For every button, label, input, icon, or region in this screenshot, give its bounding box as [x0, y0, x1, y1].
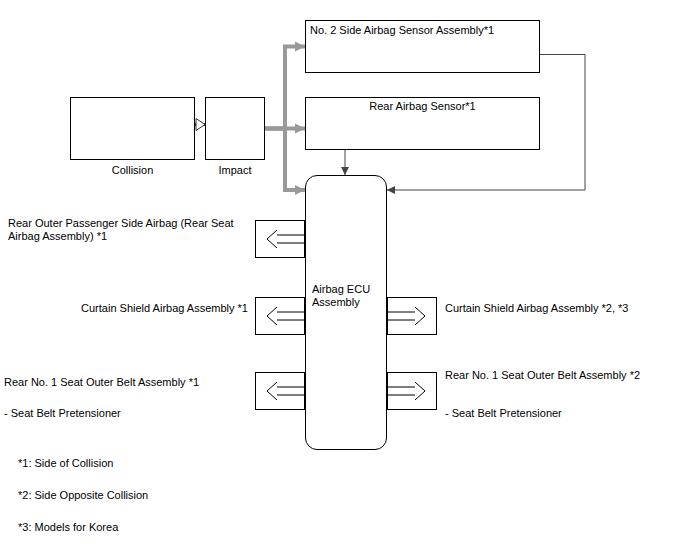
illustration-frame: Collision [70, 97, 195, 160]
footnote: *1: Side of Collision [18, 457, 113, 470]
squib-symbol [267, 382, 305, 400]
flow-arrow [195, 123, 205, 126]
illustration-frame: Impact [205, 97, 265, 160]
node-label: Airbag ECU Assembly [312, 283, 382, 309]
footnote: *2: Side Opposite Collision [18, 489, 148, 502]
node-label: Curtain Shield Airbag Assembly *1 [14, 302, 248, 315]
footnote: *3: Models for Korea [18, 521, 118, 534]
node-label: - Seat Belt Pretensioner [4, 407, 252, 420]
ecu-box: Airbag ECU Assembly [305, 175, 387, 450]
squib-connector: Rear Outer Passenger Side Airbag (Rear S… [255, 220, 305, 258]
signal-line [345, 150, 346, 175]
node-label: Rear Outer Passenger Side Airbag (Rear S… [8, 217, 250, 243]
sensor-box: Rear Airbag Sensor*1 [305, 97, 540, 150]
node-label: Rear Airbag Sensor*1 [305, 100, 540, 113]
node-label: Collision [70, 164, 195, 177]
node-label: No. 2 Side Airbag Sensor Assembly*1 [310, 24, 535, 37]
sensor-box: No. 2 Side Airbag Sensor Assembly*1 [305, 20, 540, 73]
squib-connector: Curtain Shield Airbag Assembly *2, *3 [387, 297, 437, 335]
node-label: - Seat Belt Pretensioner [445, 407, 683, 420]
squib-symbol [387, 307, 425, 325]
squib-connector: Rear No. 1 Seat Outer Belt Assembly *1- … [255, 372, 305, 410]
squib-connector: Rear No. 1 Seat Outer Belt Assembly *2- … [387, 372, 437, 410]
node-label: Rear No. 1 Seat Outer Belt Assembly *2 [445, 369, 683, 382]
node-label: Rear No. 1 Seat Outer Belt Assembly *1 [4, 376, 252, 389]
node-label: Curtain Shield Airbag Assembly *2, *3 [445, 302, 683, 315]
squib-symbol [267, 307, 305, 325]
squib-connector: Curtain Shield Airbag Assembly *1 [255, 297, 305, 335]
node-label: Impact [190, 164, 280, 177]
impact-arrow [265, 129, 305, 191]
squib-symbol [267, 230, 305, 248]
impact-arrow [265, 47, 305, 129]
squib-symbol [387, 382, 425, 400]
